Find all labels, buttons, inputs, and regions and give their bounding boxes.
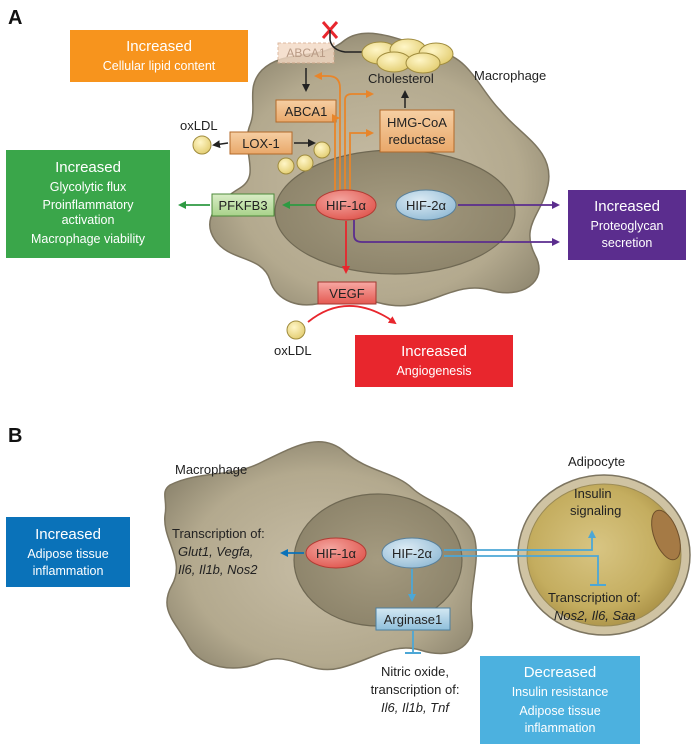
decreased-head: Decreased [524,664,597,681]
panel-b-label: B [8,425,22,447]
decreased-line-1: Insulin resistance [512,685,609,699]
macrophage-b-label: Macrophage [175,462,247,477]
decreased-box [480,656,640,744]
decreased-line-2: Adipose tissue [519,704,600,718]
hif2a-b-node [381,537,443,569]
insulin-label-1: Insulin [574,486,612,501]
internalized-oxldl [277,141,331,175]
cholesterol-label: Cholesterol [368,71,434,86]
lipid-content-sub: Cellular lipid content [103,59,216,73]
abca1-faded-box [277,42,335,64]
angiogenesis-head: Increased [401,343,467,360]
no-line-2: transcription of: [371,682,460,697]
glycolytic-box [6,150,170,258]
oxldl-to-angiogenesis-arrow [307,305,397,325]
abca1-faded-label: ABCA1 [286,46,326,60]
insulin-label-2: signaling [570,503,621,518]
vegf-label: VEGF [329,286,364,301]
angiogenesis-sub: Angiogenesis [396,364,471,378]
glycolytic-head: Increased [55,159,121,176]
hif1a-a-label: HIF-1α [326,198,367,213]
transcription-head: Transcription of: [172,526,265,541]
adipocyte-nucleus [651,509,681,561]
pfkfb3-label: PFKFB3 [218,198,267,213]
oxldl-top-label: oxLDL [180,118,218,133]
hif2-inhibit-transcription-line [444,555,599,584]
panel-a-label: A [8,7,22,29]
decreased-line-3: inflammation [525,721,596,735]
hif1-to-proteoglycan-arrow [353,220,560,246]
inflammation-head: Increased [35,526,101,543]
pfkfb3-box [211,193,275,217]
adipocyte-lipid-droplet [526,483,682,627]
hmg-coa-box [379,109,455,153]
cholesterol-droplets [361,38,454,74]
lox1-label: LOX-1 [242,136,280,151]
adipo-transcription-head: Transcription of: [548,590,641,605]
hif1a-b-label: HIF-1α [316,546,357,561]
vegf-box [317,281,377,305]
no-line-1: Nitric oxide, [381,664,449,679]
transcription-genes-1: Glut1, Vegfa, [178,544,253,559]
hif2a-a-label: HIF-2α [406,198,447,213]
hif2a-a-node [395,189,457,221]
glycolytic-line-4: Macrophage viability [31,232,146,246]
hif2a-b-label: HIF-2α [392,546,433,561]
abca1-label: ABCA1 [285,104,328,119]
adipo-transcription-genes: Nos2, Il6, Saa [554,608,636,623]
glycolytic-line-2: Proinflammatory [43,198,135,212]
arginase1-box [375,607,451,631]
hif1a-b-node [305,537,367,569]
oxldl-top-particle [192,135,212,155]
glycolytic-line-3: activation [62,213,115,227]
no-line-3: Il6, Il1b, Tnf [381,700,450,715]
macrophage-a-label: Macrophage [474,68,546,83]
glycolytic-line-1: Glycolytic flux [50,180,127,194]
proteoglycan-box [568,190,686,260]
hmg-coa-label-2: reductase [388,132,445,147]
angiogenesis-box [355,335,513,387]
proteoglycan-head: Increased [594,198,660,215]
hif1a-a-node [315,189,377,221]
efflux-line [329,30,362,53]
oxldl-bottom-label: oxLDL [274,343,312,358]
arginase1-label: Arginase1 [384,612,443,627]
abca1-box [275,99,337,123]
lipid-content-head: Increased [126,38,192,55]
adipocyte-label: Adipocyte [568,454,625,469]
proteoglycan-line-1: Proteoglycan [591,219,664,233]
proteoglycan-line-2: secretion [602,236,653,250]
hif2-to-insulin-arrow [444,530,596,551]
oxldl-bottom-particle [286,320,306,340]
inflammation-line-1: Adipose tissue [27,547,108,561]
hif1-orange-arrows [314,72,374,192]
inflammation-line-2: inflammation [33,564,104,578]
transcription-genes-2: Il6, Il1b, Nos2 [178,562,258,577]
lipid-content-box [70,30,248,82]
hmg-coa-label-1: HMG-CoA [387,115,447,130]
lox1-to-oxldl-arrow [212,140,229,149]
lox1-box [229,131,293,155]
inflammation-box [6,517,130,587]
